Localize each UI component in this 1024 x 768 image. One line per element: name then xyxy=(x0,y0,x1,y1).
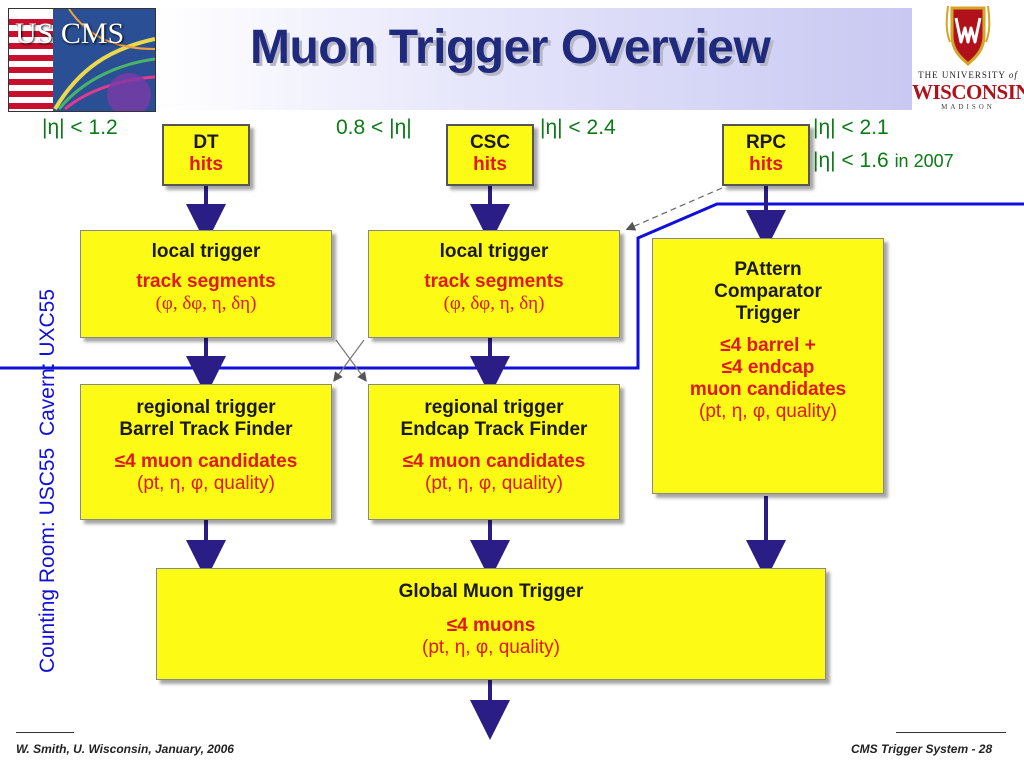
pac-title-3: Trigger xyxy=(735,303,801,324)
cross-arrow-csc-to-barrel xyxy=(333,339,365,382)
regional-endcap-title: regional trigger xyxy=(424,397,564,418)
footer-author: W. Smith, U. Wisconsin, January, 2006 xyxy=(16,742,234,756)
pac-barrel: ≤4 barrel + xyxy=(720,335,816,356)
local-trigger-csc-segments: track segments xyxy=(424,271,564,292)
regional-barrel-candidates: ≤4 muon candidates xyxy=(114,451,298,472)
pac-params: (pt, η, φ, quality) xyxy=(699,401,837,422)
regional-barrel-params: (pt, η, φ, quality) xyxy=(137,473,275,494)
uscms-logo: US CMS xyxy=(8,8,156,112)
eta-range-csc-left: 0.8 < |η| xyxy=(336,116,412,139)
regional-endcap-subtitle: Endcap Track Finder xyxy=(400,419,588,440)
uw-crest-icon xyxy=(945,5,991,67)
local-trigger-csc-title: local trigger xyxy=(439,241,549,262)
uw-line2: WISCONSIN xyxy=(912,80,1024,104)
rpc-hits-box: RPC hits xyxy=(722,124,810,186)
uscms-logo-text: US CMS xyxy=(15,17,125,50)
local-trigger-dt-title: local trigger xyxy=(151,241,261,262)
global-muon-trigger-params: (pt, η, φ, quality) xyxy=(422,637,560,658)
local-trigger-csc-params: (φ, δφ, η, δη) xyxy=(443,293,545,314)
global-muon-trigger-title: Global Muon Trigger xyxy=(398,581,584,602)
pac-title-1: PAttern xyxy=(734,259,802,280)
regional-barrel-box: regional trigger Barrel Track Finder ≤4 … xyxy=(80,384,332,520)
global-muon-trigger-count: ≤4 muons xyxy=(446,615,536,636)
footer-rule-left xyxy=(16,732,74,733)
dt-hits-box: DT hits xyxy=(162,124,250,186)
uw-logo: THE UNIVERSITY of WISCONSIN MADISON xyxy=(912,2,1024,112)
rpc-hits-sublabel: hits xyxy=(749,154,783,175)
eta-range-dt: |η| < 1.2 xyxy=(42,116,118,139)
dt-hits-sublabel: hits xyxy=(189,154,223,175)
local-trigger-dt-segments: track segments xyxy=(136,271,276,292)
eta-range-csc-right: |η| < 2.4 xyxy=(540,116,616,139)
regional-endcap-params: (pt, η, φ, quality) xyxy=(425,473,563,494)
footer-rule-right xyxy=(896,732,1006,733)
uw-line1: THE UNIVERSITY of xyxy=(918,70,1018,80)
regional-barrel-title: regional trigger xyxy=(136,397,276,418)
header-band xyxy=(155,8,912,110)
page-title: Muon Trigger Overview xyxy=(250,21,771,74)
eta-range-rpc-1: |η| < 2.1 xyxy=(813,116,889,139)
counting-room-label: Counting Room: USC55 xyxy=(36,447,59,673)
global-muon-trigger-box: Global Muon Trigger ≤4 muons (pt, η, φ, … xyxy=(156,568,826,680)
regional-endcap-box: regional trigger Endcap Track Finder ≤4 … xyxy=(368,384,620,520)
pac-endcap: ≤4 endcap xyxy=(721,357,815,378)
pac-candidates: muon candidates xyxy=(689,379,847,400)
csc-hits-box: CSC hits xyxy=(446,124,534,186)
local-trigger-csc-box: local trigger track segments (φ, δφ, η, … xyxy=(368,230,620,338)
dt-hits-label: DT xyxy=(193,132,219,153)
csc-hits-sublabel: hits xyxy=(473,154,507,175)
local-trigger-dt-params: (φ, δφ, η, δη) xyxy=(155,293,257,314)
rpc-to-csc-dashed-arrow xyxy=(625,187,723,231)
footer-page: CMS Trigger System - 28 xyxy=(851,742,993,756)
vertical-location-label: Counting Room: USC55 Cavern: UXC55 xyxy=(36,289,60,673)
cavern-boundary-line xyxy=(0,202,1024,370)
regional-barrel-subtitle: Barrel Track Finder xyxy=(119,419,293,440)
uw-line3: MADISON xyxy=(941,103,995,111)
pac-box: PAttern Comparator Trigger ≤4 barrel + ≤… xyxy=(652,238,884,494)
local-trigger-dt-box: local trigger track segments (φ, δφ, η, … xyxy=(80,230,332,338)
pac-title-2: Comparator xyxy=(714,281,822,302)
rpc-hits-label: RPC xyxy=(745,132,787,153)
eta-range-rpc-2-suffix: in 2007 xyxy=(894,151,954,171)
csc-hits-label: CSC xyxy=(469,132,511,153)
eta-range-rpc-2: |η| < 1.6 in 2007 xyxy=(813,149,954,173)
regional-endcap-candidates: ≤4 muon candidates xyxy=(402,451,586,472)
cavern-label: Cavern: UXC55 xyxy=(36,288,59,437)
eta-range-rpc-2-value: |η| < 1.6 xyxy=(813,149,889,172)
